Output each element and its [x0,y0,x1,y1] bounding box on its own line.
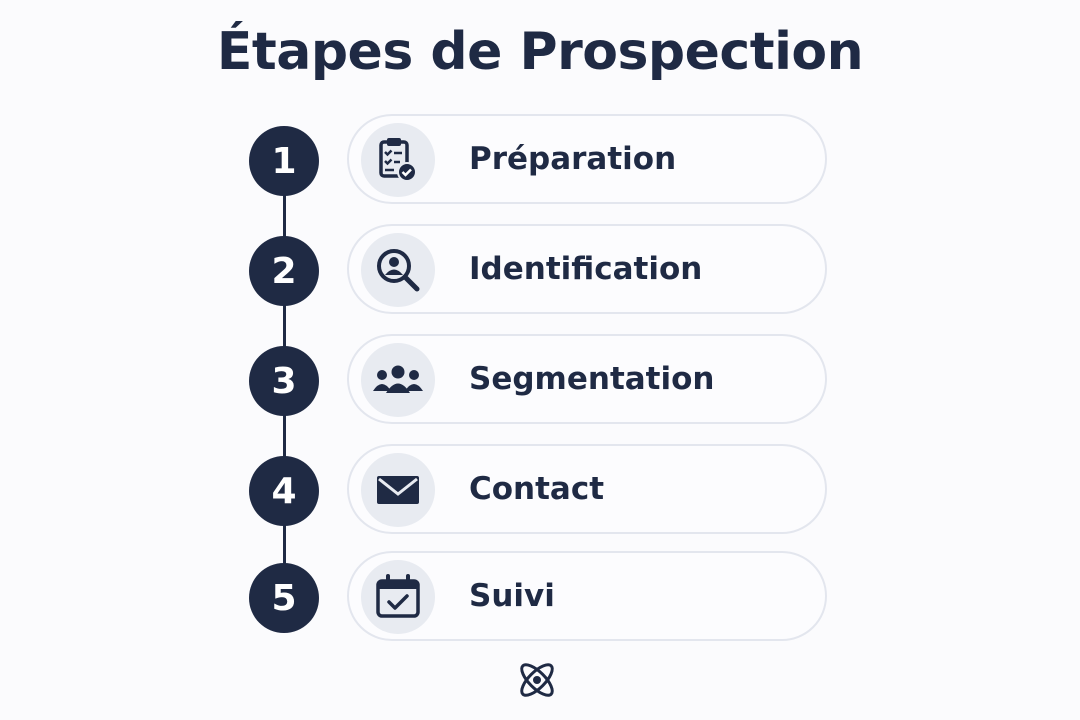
step-number-badge: 2 [249,236,319,306]
step-label: Identification [469,251,703,287]
step-label: Contact [469,471,605,507]
step-number-badge: 4 [249,456,319,526]
calendar-check-icon [361,560,435,634]
step-row-4: 4 Contact [0,444,1080,538]
user-search-icon [361,233,435,307]
step-number-badge: 3 [249,346,319,416]
clipboard-check-icon [361,123,435,197]
step-card-preparation[interactable]: Préparation [347,114,827,204]
step-card-suivi[interactable]: Suivi [347,551,827,641]
step-number-badge: 1 [249,126,319,196]
atom-logo-icon [514,657,560,703]
step-row-5: 5 Suivi [0,551,1080,645]
step-label: Préparation [469,141,677,177]
step-card-contact[interactable]: Contact [347,444,827,534]
step-row-3: 3 Segmentation [0,334,1080,428]
group-icon [361,343,435,417]
envelope-icon [361,453,435,527]
step-card-segmentation[interactable]: Segmentation [347,334,827,424]
step-label: Suivi [469,578,555,614]
step-number-badge: 5 [249,563,319,633]
step-row-2: 2 Identification [0,224,1080,318]
step-row-1: 1 Préparation [0,114,1080,208]
page-title: Étapes de Prospection [216,22,864,82]
step-card-identification[interactable]: Identification [347,224,827,314]
step-label: Segmentation [469,361,715,397]
